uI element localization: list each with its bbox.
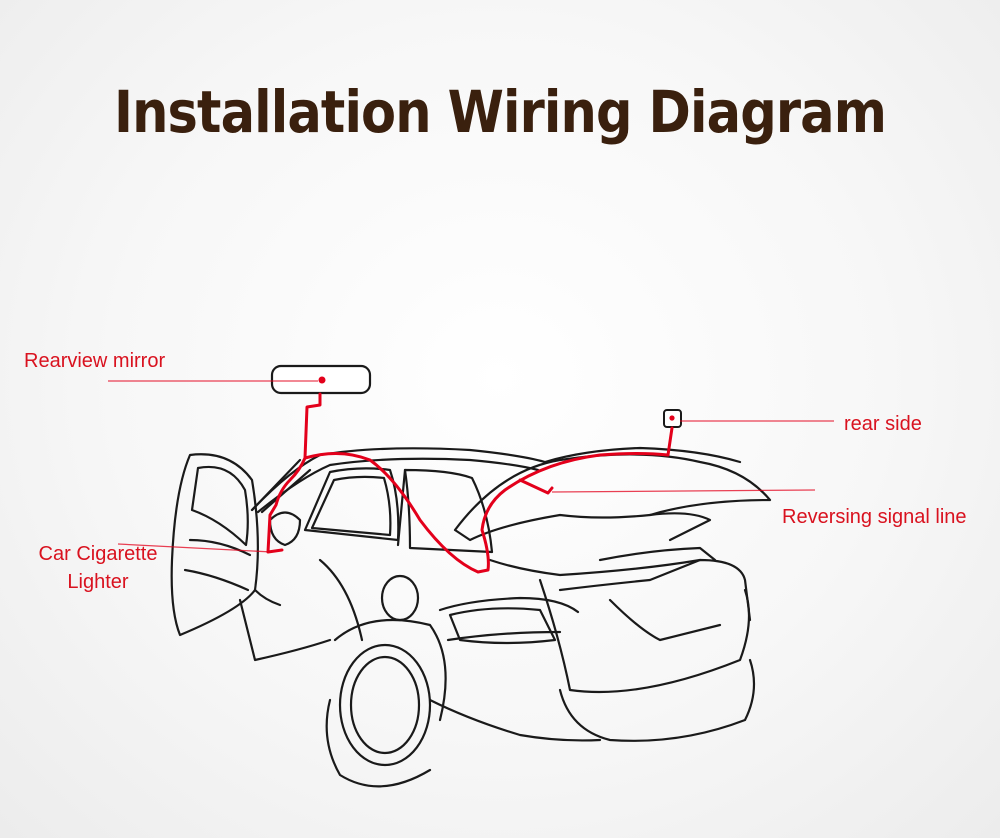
label-rear-side: rear side xyxy=(844,413,922,435)
wiring-route xyxy=(266,392,674,574)
label-cigarette-lighter-line2: Lighter xyxy=(67,571,129,593)
label-rearview-mirror: Rearview mirror xyxy=(24,350,166,372)
diagram-title: Installation Wiring Diagram xyxy=(113,78,887,146)
label-reversing-signal-line: Reversing signal line xyxy=(782,506,967,528)
car-outline xyxy=(170,446,772,788)
label-cigarette-lighter-line1: Car Cigarette xyxy=(38,543,158,565)
leader-lines xyxy=(108,380,834,553)
label-cigarette-lighter: Car Cigarette Lighter xyxy=(29,540,167,596)
rearview-mirror xyxy=(270,364,372,395)
rear-camera xyxy=(663,409,682,428)
